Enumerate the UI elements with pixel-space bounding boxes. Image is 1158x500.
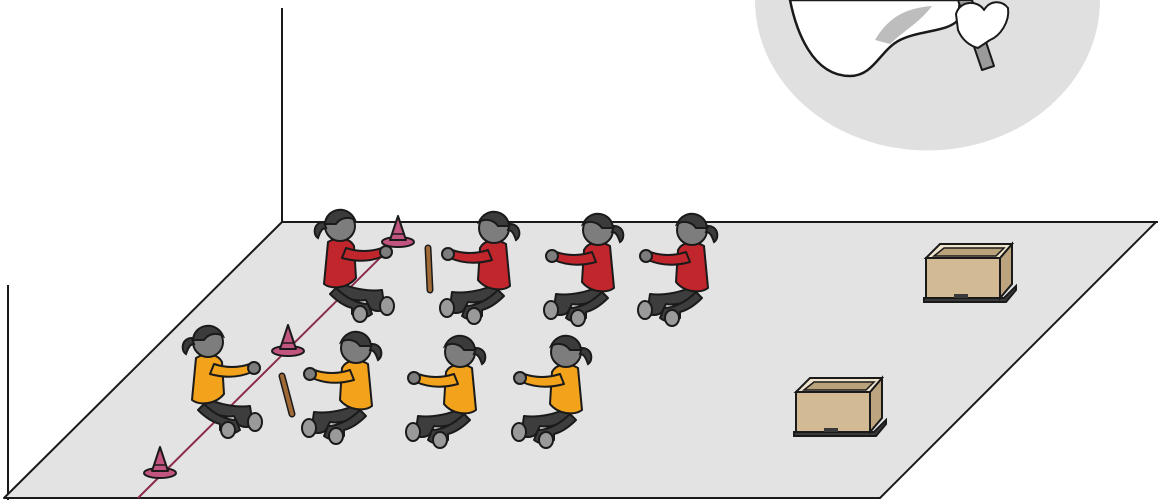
box-icon (794, 378, 886, 436)
wooden-stick-icon (428, 248, 430, 290)
box-icon (924, 244, 1016, 302)
inset-detail (755, 0, 1100, 150)
